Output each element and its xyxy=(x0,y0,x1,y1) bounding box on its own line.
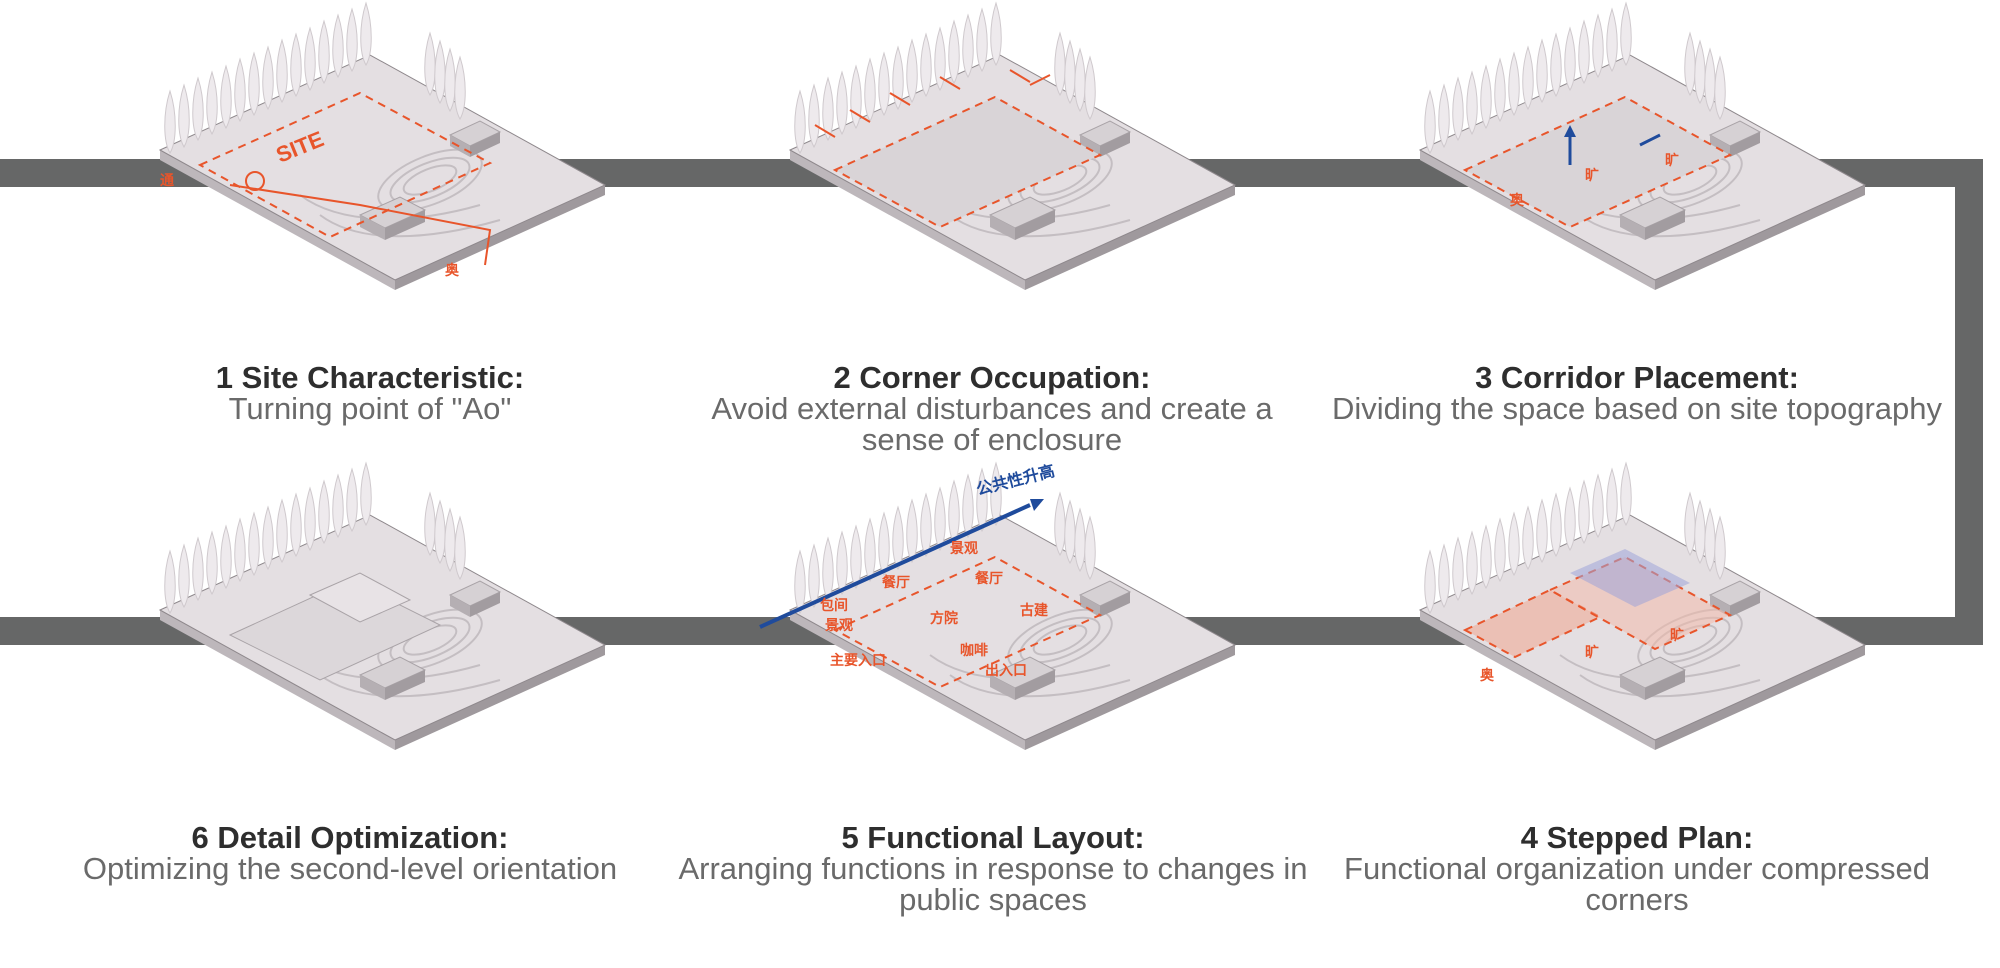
annotation-kuang-1: 旷 xyxy=(1585,644,1599,661)
step1-model: SITE 通 奥 xyxy=(160,3,605,290)
room-label-canting-2: 餐厅 xyxy=(974,570,1003,587)
step-description: Functional organization under compressed… xyxy=(1344,851,1930,917)
step3-caption: 3 Corridor Placement: Dividing the space… xyxy=(1317,362,1957,424)
annotation-ao: 奥 xyxy=(1480,667,1495,684)
step-description: Turning point of "Ao" xyxy=(228,391,512,426)
step-title: 5 Functional Layout: xyxy=(841,820,1145,855)
annotation-kuang-1: 旷 xyxy=(1585,167,1599,184)
annotation-kuang-2: 旷 xyxy=(1670,627,1684,644)
room-label-canting-1: 餐厅 xyxy=(881,574,910,591)
room-label-jingguan-2: 景观 xyxy=(950,541,978,557)
step5-caption: 5 Functional Layout: Arranging functions… xyxy=(673,822,1313,915)
step-title: 6 Detail Optimization: xyxy=(191,820,509,855)
step-title: 1 Site Characteristic: xyxy=(215,360,525,395)
step4-model: 奥 旷 旷 xyxy=(1420,463,1865,750)
room-label-kafei: 咖啡 xyxy=(960,642,988,659)
room-label-jingguan-1: 景观 xyxy=(825,618,853,634)
step-title: 3 Corridor Placement: xyxy=(1475,360,1799,395)
step6-caption: 6 Detail Optimization: Optimizing the se… xyxy=(30,822,670,884)
step1-caption: 1 Site Characteristic: Turning point of … xyxy=(50,362,690,424)
step5-model: 公共性升高 包间 景观 餐厅 景观 餐厅 方院 古建 咖啡 出入口 主要入口 xyxy=(759,461,1235,750)
annotation-kuang-2: 旷 xyxy=(1665,152,1679,169)
annotation-tong: 通 xyxy=(160,173,174,189)
annotation-ao: 奥 xyxy=(1510,192,1525,209)
step-title: 4 Stepped Plan: xyxy=(1520,820,1754,855)
step-description: Dividing the space based on site topogra… xyxy=(1331,391,1943,426)
room-label-baojian: 包间 xyxy=(820,597,848,614)
step3-model: 奥 旷 旷 xyxy=(1420,3,1865,290)
room-label-churukou: 出入口 xyxy=(985,662,1027,679)
step-description: Arranging functions in response to chang… xyxy=(678,851,1308,917)
step-description: Optimizing the second-level orientation xyxy=(82,851,618,886)
room-label-zhuyao-rukou: 主要入口 xyxy=(830,652,886,669)
step2-model xyxy=(790,3,1235,290)
step-title: 2 Corner Occupation: xyxy=(833,360,1151,395)
step2-caption: 2 Corner Occupation: Avoid external dist… xyxy=(672,362,1312,455)
arrow-label: 公共性升高 xyxy=(974,461,1056,499)
room-label-fangyuan: 方院 xyxy=(930,610,958,627)
room-label-gujian: 古建 xyxy=(1020,602,1048,619)
step4-caption: 4 Stepped Plan: Functional organization … xyxy=(1317,822,1957,915)
annotation-ao: 奥 xyxy=(445,262,460,279)
step-description: Avoid external disturbances and create a… xyxy=(711,391,1273,457)
step6-model xyxy=(160,463,605,750)
